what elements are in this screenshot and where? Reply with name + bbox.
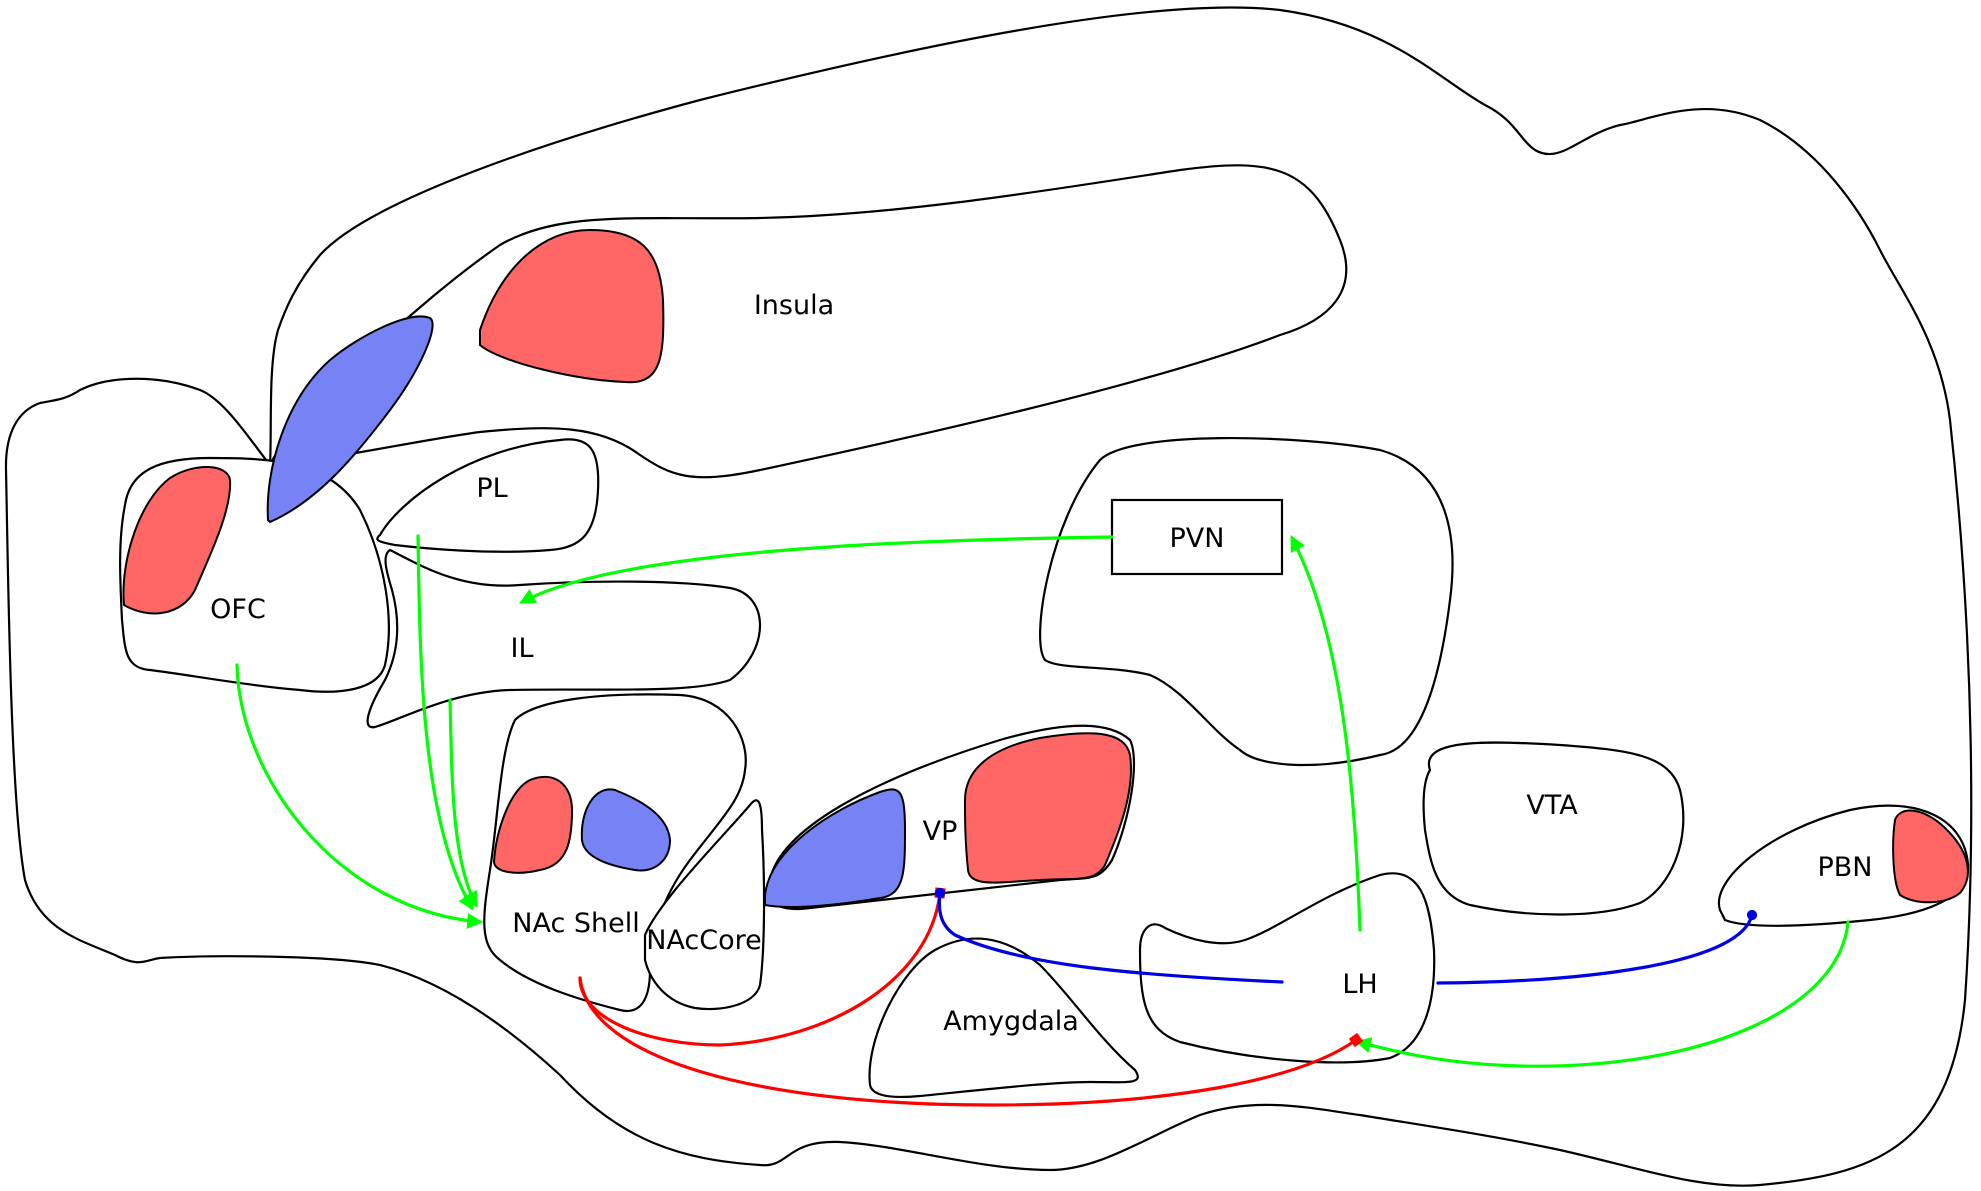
insula-hotspot [479,228,665,384]
nac-shell-hotspot [492,775,574,874]
label-pvn: PVN [1170,523,1225,554]
ofc-hotspot [122,465,232,615]
pl-to-nac-shell-arrow [416,534,474,911]
label-pl: PL [476,473,507,504]
nac-shell-to-lh-arrow [578,976,1364,1107]
label-lh: LH [1342,969,1377,1000]
pbn-hotspot [1892,809,1969,904]
pbn-to-lh-arrow [1354,920,1850,1068]
label-insula: Insula [754,290,834,321]
brain-outline [4,6,1973,1187]
nac-shell-coldspot [580,788,672,872]
ofc-to-nac-shell-arrow [235,663,484,929]
lh-to-pbn-connection [1436,909,1758,985]
region-vta [1422,741,1685,916]
region-lh [1138,872,1436,1064]
region-pvn [1110,498,1284,576]
region-pl [376,438,600,553]
region-amygdala [868,937,1139,1099]
label-vta: VTA [1526,790,1578,821]
region-hypothalamus [1039,437,1454,767]
lh-to-pvn-arrow [1290,535,1362,932]
nac-shell-to-vp-arrow [578,887,946,1047]
region-insula [268,164,1348,479]
il-to-nac-shell-arrow [448,698,478,908]
pvn-to-il-arrow [519,535,1114,604]
label-vp: VP [923,816,958,847]
label-nac-core: NAcCore [646,925,762,956]
insula-coldspot [266,315,434,524]
label-nac-shell: NAc Shell [512,908,640,939]
label-pbn: PBN [1817,852,1872,883]
label-ofc: OFC [210,594,266,625]
label-amygdala: Amygdala [943,1006,1079,1037]
vp-hotspot [963,732,1132,884]
lh-to-vp-connection [934,887,1284,984]
vp-coldspot [764,788,907,909]
label-il: IL [510,633,533,664]
